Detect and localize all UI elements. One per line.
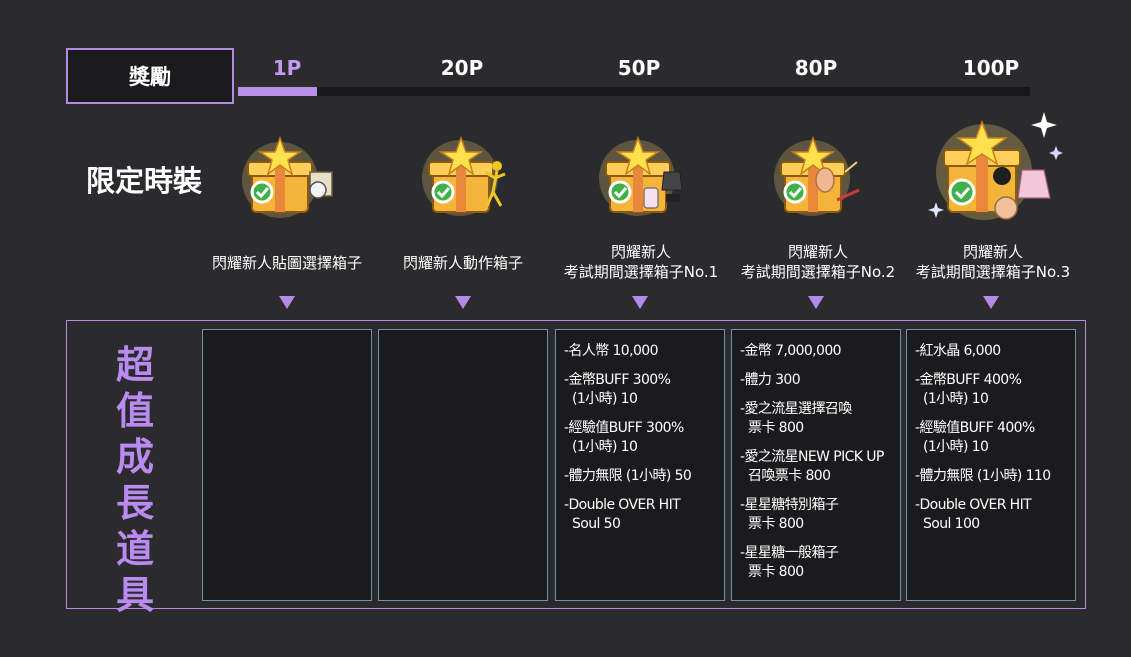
tier-20p: 20P: [440, 56, 484, 80]
bonus-column-5: -紅水晶 6,000 -金幣BUFF 400% (1小時) 10 -經驗值BUFF …: [906, 329, 1076, 601]
down-arrow-icon: [279, 296, 295, 309]
bonus-item: -名人幣 10,000: [564, 343, 658, 359]
bonus-item: -Double OVER HIT Soul 100: [915, 497, 1032, 532]
tier-80p: 80P: [794, 56, 838, 80]
gift-box-icon: [757, 132, 877, 222]
tier-1p: 1P: [272, 56, 302, 80]
bonus-item: -愛之流星選擇召喚 票卡 800: [740, 401, 852, 436]
bonus-column-1: [202, 329, 372, 601]
gift-box-icon: [926, 112, 1066, 228]
tier-50p: 50P: [617, 56, 661, 80]
bonus-item: -經驗值BUFF 300% (1小時) 10: [564, 420, 684, 455]
bonus-item: -體力無限 (1小時) 50: [564, 468, 692, 484]
down-arrow-icon: [632, 296, 648, 309]
bonus-item: -金幣 7,000,000: [740, 343, 842, 359]
tier-100p: 100P: [962, 56, 1020, 80]
bonus-column-2: [378, 329, 548, 601]
bonus-item: -經驗值BUFF 400% (1小時) 10: [915, 420, 1035, 455]
down-arrow-icon: [808, 296, 824, 309]
bonus-item: -Double OVER HIT Soul 50: [564, 497, 681, 532]
item-name-exam-box-1: 閃耀新人 考試期間選擇箱子No.1: [563, 243, 719, 281]
item-name-motion-box: 閃耀新人動作箱子: [402, 254, 523, 272]
panel-title: 超值成長道具: [115, 343, 154, 617]
reward-label: 獎勵: [66, 48, 234, 104]
bonus-item: -紅水晶 6,000: [915, 343, 1001, 359]
bonus-column-4: -金幣 7,000,000 -體力 300 -愛之流星選擇召喚 票卡 800 -愛之流…: [731, 329, 901, 601]
row-title: 限定時裝: [86, 164, 203, 198]
item-name-exam-box-2: 閃耀新人 考試期間選擇箱子No.2: [740, 243, 896, 281]
bonus-item: -星星糖一般箱子 票卡 800: [740, 545, 839, 580]
progress-fill: [238, 87, 318, 96]
gift-box-icon: [230, 132, 350, 222]
gift-box-icon: [405, 132, 525, 222]
bonus-item: -星星糖特別箱子 票卡 800: [740, 497, 839, 532]
down-arrow-icon: [455, 296, 471, 309]
progress-track: [238, 87, 1030, 96]
gift-box-icon: [582, 132, 702, 222]
bonus-item: -金幣BUFF 300% (1小時) 10: [564, 372, 671, 407]
down-arrow-icon: [983, 296, 999, 309]
bonus-item: -體力 300: [740, 372, 801, 388]
bonus-item: -金幣BUFF 400% (1小時) 10: [915, 372, 1022, 407]
bonus-item: -體力無限 (1小時) 110: [915, 468, 1051, 484]
item-name-exam-box-3: 閃耀新人 考試期間選擇箱子No.3: [915, 243, 1071, 281]
item-name-sticker-box: 閃耀新人貼圖選擇箱子: [211, 254, 362, 272]
bonus-item: -愛之流星NEW PICK UP 召喚票卡 800: [740, 449, 884, 484]
bonus-column-3: -名人幣 10,000 -金幣BUFF 300% (1小時) 10 -經驗值BUFF…: [555, 329, 725, 601]
